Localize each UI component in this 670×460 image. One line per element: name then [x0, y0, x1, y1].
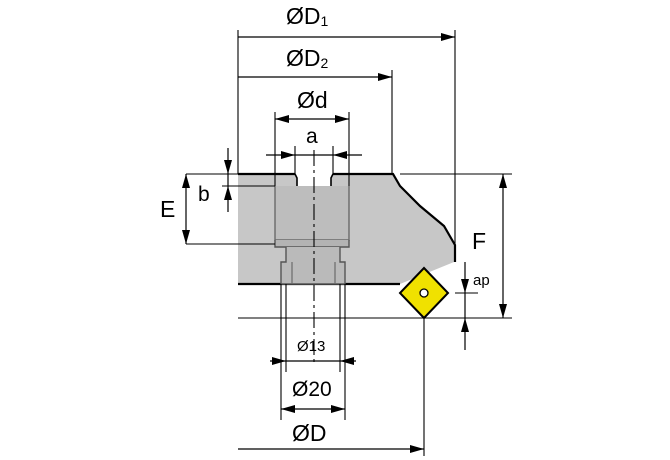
label-d: Ød [297, 87, 328, 113]
dimension-D1: ØD1 [238, 3, 455, 41]
label-D2: ØD2 [286, 45, 329, 71]
bolt-hole-outline [280, 247, 346, 285]
label-b: b [198, 183, 210, 206]
label-ap: ap [473, 272, 490, 289]
dimension-phi20: Ø20 [281, 378, 345, 413]
insert-screw-icon [419, 288, 429, 298]
label-E: E [160, 196, 175, 222]
label-F: F [472, 228, 486, 254]
reference-lines [186, 173, 512, 319]
cutter-body [238, 172, 457, 286]
bolt-hole-inner [291, 262, 336, 284]
dimension-F: F [472, 174, 507, 318]
bolt-hole-step [274, 240, 350, 248]
label-D: ØD [292, 420, 327, 446]
label-D1: ØD1 [286, 3, 329, 29]
dimension-ap: ap [461, 262, 490, 350]
dimension-D: ØD [238, 420, 424, 453]
label-a: a [306, 125, 318, 148]
dimension-D2: ØD2 [238, 45, 392, 81]
dimension-d: Ød [275, 87, 349, 123]
dimension-b: b [198, 148, 232, 212]
dimension-E: E [160, 174, 190, 244]
counterbore-outline [274, 186, 350, 241]
dimension-phi13: Ø13 [270, 338, 356, 365]
label-phi13: Ø13 [297, 338, 325, 355]
label-phi20: Ø20 [292, 378, 332, 401]
dimension-a: a [266, 125, 362, 159]
extension-lines [237, 30, 456, 456]
